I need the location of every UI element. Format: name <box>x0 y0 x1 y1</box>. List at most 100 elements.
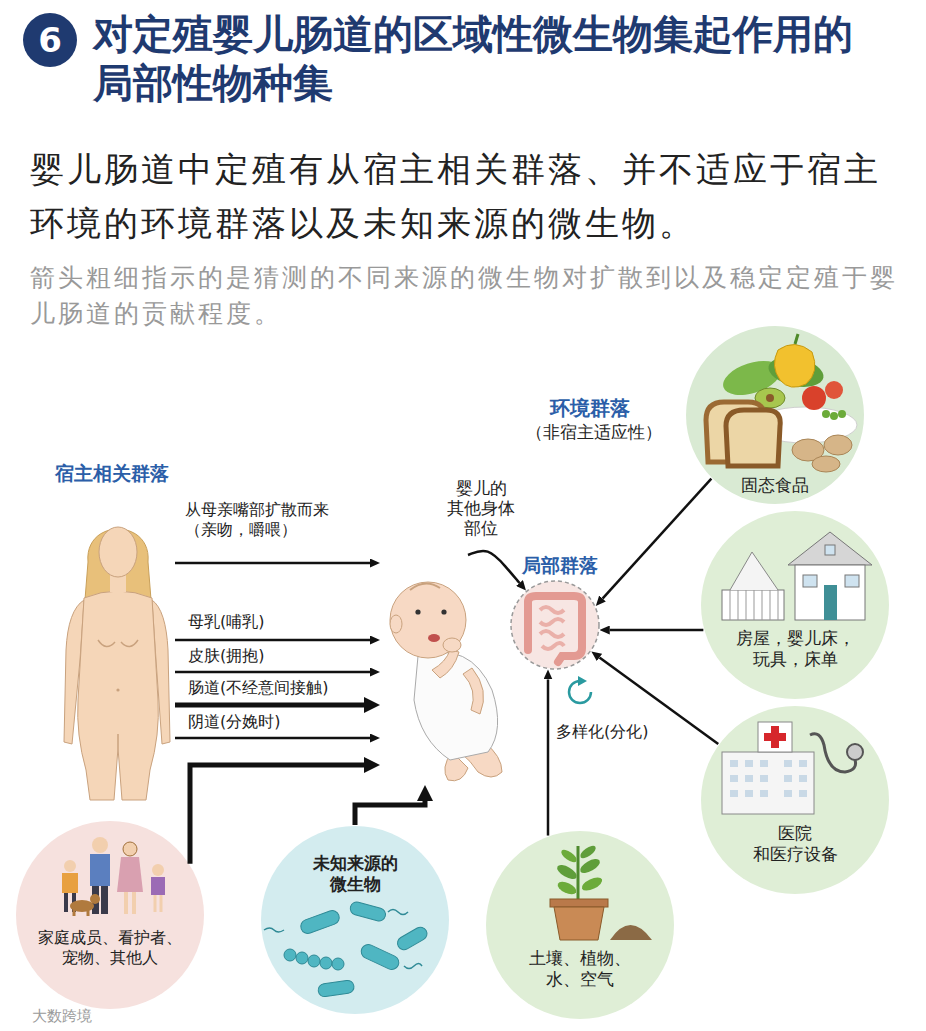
baby-figure <box>463 668 484 714</box>
node-label: 宿主相关群落 <box>55 462 169 486</box>
group-heading: 环境群落 <box>550 396 630 421</box>
hospital-picture <box>730 760 807 797</box>
food-picture <box>774 344 814 387</box>
subtitle: 婴儿肠道中定殖有从宿主相关群落、并不适应于宿主 环境的环境群落以及未知来源的微生… <box>30 142 900 251</box>
microbe-picture <box>284 949 296 961</box>
food-picture <box>824 435 852 455</box>
edge-label: 肠道(不经意间接触) <box>188 678 328 698</box>
baby-figure <box>432 650 459 678</box>
food-picture <box>726 410 780 466</box>
node-label: 医院 和医疗设备 <box>749 823 841 865</box>
title: 对定殖婴儿肠道的区域性微生物集起作用的 局部性物种集 <box>93 10 883 108</box>
baby-figure <box>390 615 402 633</box>
baby-figure <box>390 582 502 781</box>
edge-label-holder: 肠道(不经意间接触) <box>188 678 328 698</box>
circle-outline <box>701 706 889 894</box>
edge-label: 母乳(哺乳) <box>188 612 264 632</box>
callout-number-holder: 6 <box>23 13 77 67</box>
microbe-picture <box>332 958 344 970</box>
family-picture <box>151 877 165 895</box>
food-picture <box>830 412 838 420</box>
edge-label: 皮肤(拥抱) <box>188 646 264 666</box>
callout-number: 6 <box>23 13 77 67</box>
family-picture <box>64 860 76 872</box>
mother-figure <box>117 734 119 748</box>
source-circle: 未知来源的 微生物 <box>260 825 450 1015</box>
edge-label-holder: 皮肤(拥抱) <box>188 646 264 666</box>
circle-outline <box>701 511 889 699</box>
arrow-connector <box>468 551 520 583</box>
node-label: 婴儿的 其他身体 部位 <box>445 478 517 538</box>
arrow-connector <box>175 562 370 565</box>
family-picture <box>62 873 78 893</box>
node-label-holder: 房屋，婴儿床， 玩具，床单 <box>733 628 858 670</box>
microbe-picture <box>308 955 320 967</box>
hospital-picture <box>764 733 786 741</box>
plant-picture <box>554 907 604 940</box>
node-label: 未知来源的 微生物 <box>309 853 401 895</box>
house-picture <box>730 590 778 620</box>
edge-label: 阴道(分娩时) <box>188 712 280 732</box>
family-picture <box>101 886 108 914</box>
hospital-picture <box>722 752 814 814</box>
subtitle-holder: 婴儿肠道中定殖有从宿主相关群落、并不适应于宿主 环境的环境群落以及未知来源的微生… <box>30 142 900 251</box>
family-picture <box>152 864 164 876</box>
node-label: 固态食品 <box>735 475 815 496</box>
plant-picture <box>550 899 608 907</box>
baby-figure <box>415 609 420 614</box>
family-picture <box>117 857 143 892</box>
food-picture <box>766 394 774 402</box>
process-label-holder: 多样化(分化) <box>556 722 648 742</box>
group-heading-holder: 环境群落 <box>550 396 630 421</box>
node-label-holder: 未知来源的 微生物 <box>309 853 401 895</box>
node-label-holder: 婴儿的 其他身体 部位 <box>445 478 517 538</box>
baby-figure <box>443 638 461 652</box>
node-label: 家庭成员、看护者、 宠物、其他人 <box>36 928 184 968</box>
food-picture <box>822 410 830 418</box>
node-label-holder: 固态食品 <box>735 475 815 496</box>
arrow-connector <box>603 479 712 599</box>
edge-label-holder: 阴道(分娩时) <box>188 712 280 732</box>
circle-outline <box>15 820 205 1010</box>
node-label: 房屋，婴儿床， 玩具，床单 <box>733 628 858 670</box>
family-picture <box>90 854 110 886</box>
microbe-picture <box>296 952 308 964</box>
house-picture <box>722 590 784 620</box>
watermark: 大数跨境 <box>32 1007 92 1026</box>
baby-figure <box>390 582 466 658</box>
mother-figure <box>99 527 137 577</box>
baby-figure <box>410 583 440 590</box>
node-label-holder: 医院 和医疗设备 <box>749 823 841 865</box>
mother-figure <box>78 591 159 800</box>
family-picture <box>123 842 137 856</box>
circle-outline <box>16 821 204 1009</box>
arrow-connector <box>355 801 425 825</box>
source-circle: 家庭成员、看护者、 宠物、其他人 <box>15 820 205 1010</box>
circle-outline <box>261 826 449 1014</box>
baby-figure <box>441 609 446 614</box>
node-label: 土壤、植物、 水、空气 <box>527 948 633 990</box>
group-note: （非宿主适应性） <box>526 422 662 443</box>
mother-figure <box>64 527 170 800</box>
plant-picture <box>577 846 580 899</box>
baby-figure <box>428 634 440 642</box>
microbe-picture <box>320 957 332 969</box>
house-picture <box>803 575 817 587</box>
circle-outline <box>686 326 864 504</box>
mother-figure <box>116 688 119 691</box>
house-picture <box>845 575 859 587</box>
hospital-picture <box>847 744 863 760</box>
process-label: 多样化(分化) <box>556 722 648 742</box>
arrow-connector <box>610 629 704 632</box>
arrow-connector <box>175 703 364 708</box>
arrow-connector <box>175 671 370 674</box>
house-picture <box>795 565 865 620</box>
node-label-holder: 宿主相关群落 <box>55 462 169 486</box>
family-picture <box>90 894 100 904</box>
node-label-holder: 土壤、植物、 水、空气 <box>527 948 633 990</box>
house-picture <box>825 545 835 555</box>
node-label: 局部群落 <box>522 554 598 578</box>
mother-figure <box>98 640 138 647</box>
edge-label: 从母亲嘴部扩散而来 （亲吻，嚼喂） <box>185 500 350 540</box>
